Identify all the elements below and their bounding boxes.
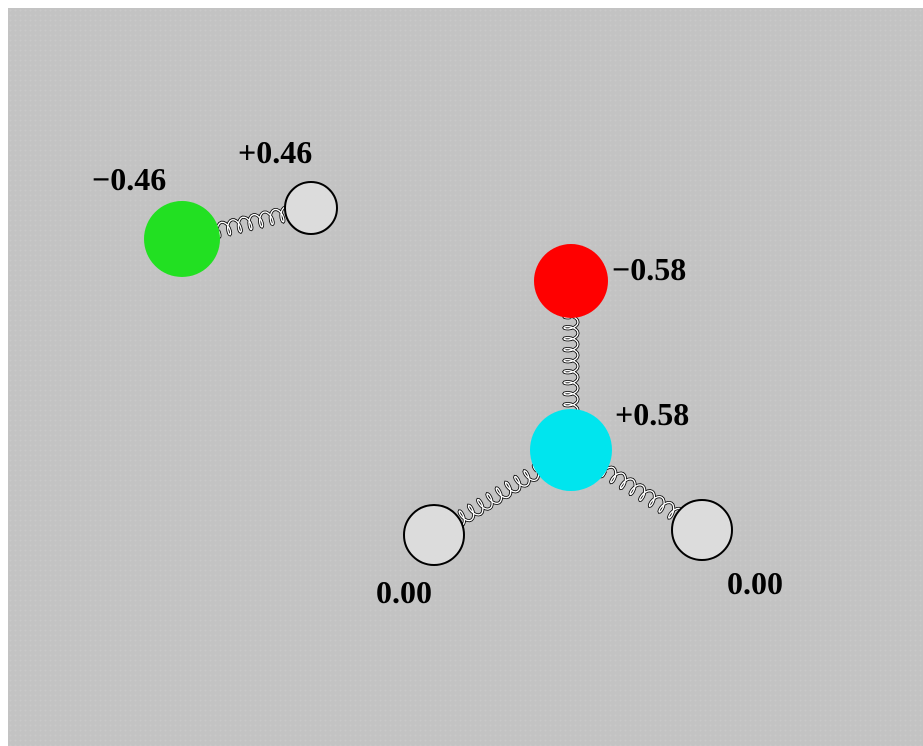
- atom-h1[interactable]: [284, 181, 338, 235]
- charge-label-carbon: +0.58: [615, 396, 689, 432]
- spring-c-h2: [452, 463, 540, 528]
- atom-cl[interactable]: [144, 201, 220, 277]
- atom-h3[interactable]: [671, 499, 733, 561]
- charge-label-hydrogen-2: 0.00: [376, 574, 432, 610]
- atom-o[interactable]: [534, 244, 608, 318]
- charge-label-oxygen: −0.58: [612, 251, 686, 287]
- atom-c[interactable]: [530, 409, 612, 491]
- simulation-canvas: [8, 8, 923, 746]
- charge-label-chlorine: −0.46: [92, 161, 166, 197]
- atom-h2[interactable]: [403, 504, 465, 566]
- spring-c-h3: [599, 465, 685, 520]
- charge-label-hydrogen-1: +0.46: [238, 134, 312, 170]
- spring-cl-h: [215, 205, 295, 239]
- spring-o-c: [562, 314, 580, 418]
- charge-label-hydrogen-3: 0.00: [727, 565, 783, 601]
